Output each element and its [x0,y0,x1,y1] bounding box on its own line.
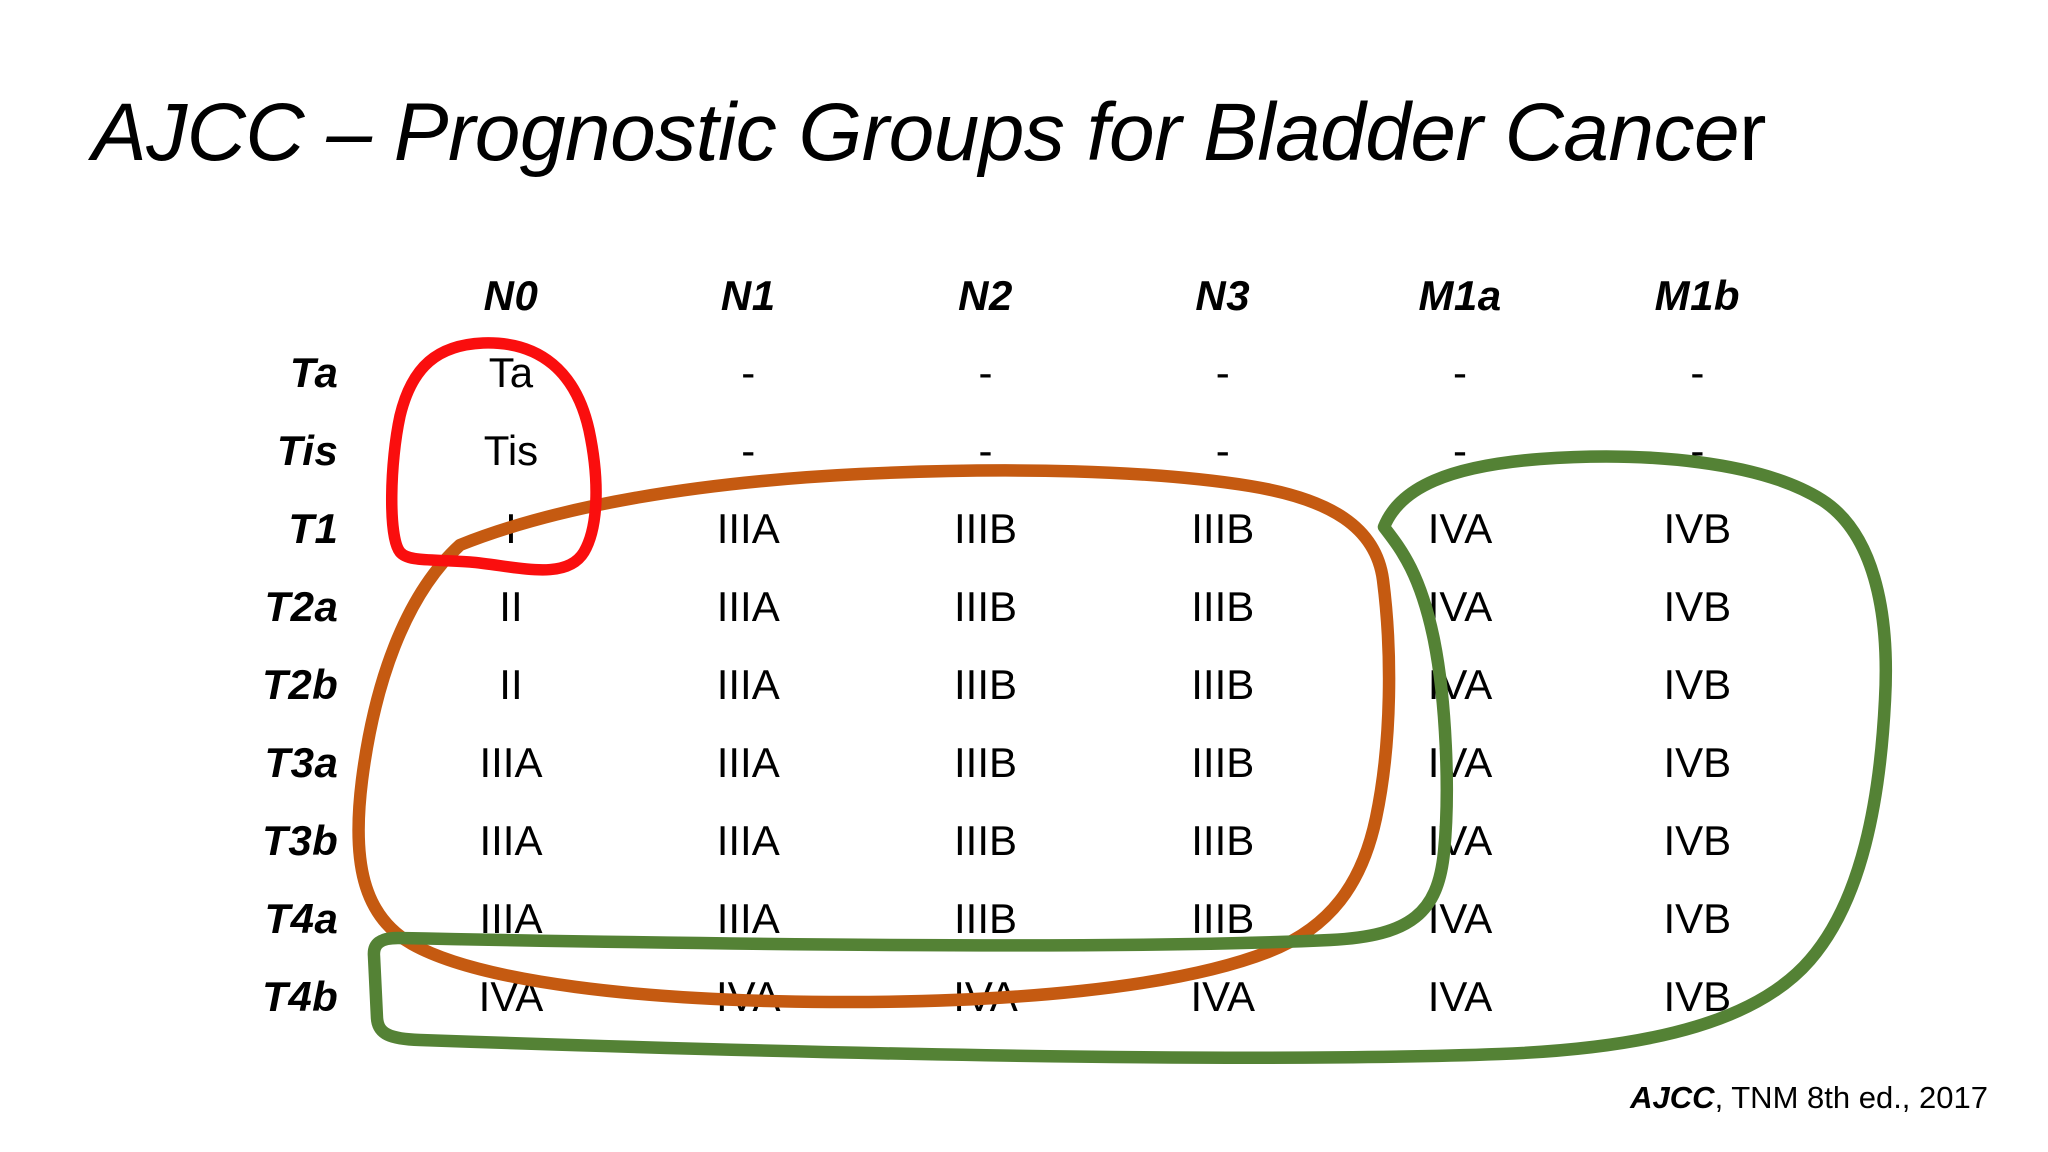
cell-t3a-m1b: IVB [1663,739,1732,786]
table-body: Ta Ta - - - - - Tis Tis - - - - - [92,334,1816,1036]
row-header-t2a: T2a [264,583,339,630]
cell-t2b-n2: IIIB [953,661,1018,708]
row-header-tis: Tis [276,427,339,474]
table-corner-cell [92,258,392,334]
cell-ta-n0: Ta [488,349,534,396]
column-header-m1b: M1b [1654,272,1741,319]
table-row: Tis Tis - - - - - [92,412,1816,490]
column-header-m1a: M1a [1418,272,1502,319]
cell-t4b-n2: IVA [953,973,1018,1020]
citation: AJCC, TNM 8th ed., 2017 [1630,1078,1988,1118]
table-row: T4b IVA IVA IVA IVA IVA IVB [92,958,1816,1036]
cell-t3b-n2: IIIB [953,817,1018,864]
table-row: T2b II IIIA IIIB IIIB IVA IVB [92,646,1816,724]
cell-t2a-n3: IIIB [1191,583,1255,630]
page-title-tail: r [1739,87,1766,178]
cell-t3b-m1a: IVA [1427,817,1493,864]
cell-t1-n2: IIIB [953,505,1018,552]
cell-t2b-n3: IIIB [1191,661,1255,708]
column-header-n0: N0 [483,272,539,319]
row-header-t4a: T4a [264,895,339,942]
cell-ta-n1: - [741,349,756,396]
cell-tis-m1b: - [1690,427,1705,474]
cell-t3a-n2: IIIB [953,739,1018,786]
cell-t4a-m1b: IVB [1663,895,1732,942]
cell-t1-m1b: IVB [1663,505,1732,552]
cell-ta-m1b: - [1690,349,1705,396]
cell-t1-n0: I [505,505,517,552]
citation-source: AJCC [1630,1080,1715,1115]
cell-t1-n1: IIIA [716,505,780,552]
cell-t2a-n2: IIIB [953,583,1018,630]
row-header-t3b: T3b [262,817,339,864]
cell-t2a-m1b: IVB [1663,583,1732,630]
staging-table: N0 N1 N2 N3 M1a M1b Ta Ta - - - - - [92,258,1816,1036]
column-header-n1: N1 [720,272,776,319]
column-header-n3: N3 [1195,272,1251,319]
table-head: N0 N1 N2 N3 M1a M1b [92,258,1816,334]
row-header-t1: T1 [288,505,339,552]
cell-tis-m1a: - [1453,427,1468,474]
row-header-t3a: T3a [264,739,339,786]
cell-ta-n2: - [978,349,993,396]
cell-t4b-n3: IVA [1190,973,1256,1020]
cell-t4a-m1a: IVA [1427,895,1493,942]
citation-rest: , TNM 8th ed., 2017 [1714,1080,1988,1115]
cell-t3a-m1a: IVA [1427,739,1493,786]
cell-t4b-n0: IVA [478,973,544,1020]
cell-t4b-m1a: IVA [1427,973,1493,1020]
row-header-t4b: T4b [262,973,339,1020]
cell-t3b-n3: IIIB [1191,817,1255,864]
staging-table-wrap: N0 N1 N2 N3 M1a M1b Ta Ta - - - - - [92,258,1892,1048]
cell-ta-m1a: - [1453,349,1468,396]
cell-t3a-n3: IIIB [1191,739,1255,786]
page-title: AJCC – Prognostic Groups for Bladder Can… [92,78,1892,188]
table-row: T2a II IIIA IIIB IIIB IVA IVB [92,568,1816,646]
page-title-main: AJCC – Prognostic Groups for Bladder Can… [92,87,1740,178]
cell-t2a-m1a: IVA [1427,583,1493,630]
row-header-t2b: T2b [262,661,339,708]
table-row: T1 I IIIA IIIB IIIB IVA IVB [92,490,1816,568]
table-row: T3a IIIA IIIA IIIB IIIB IVA IVB [92,724,1816,802]
cell-t3b-n0: IIIA [479,817,543,864]
column-header-n2: N2 [958,272,1013,319]
cell-t4a-n1: IIIA [716,895,780,942]
row-header-ta: Ta [289,349,339,396]
cell-t2b-m1a: IVA [1427,661,1493,708]
table-header-row: N0 N1 N2 N3 M1a M1b [92,258,1816,334]
cell-t2b-n1: IIIA [716,661,780,708]
table-row: T3b IIIA IIIA IIIB IIIB IVA IVB [92,802,1816,880]
cell-tis-n0: Tis [483,427,539,474]
cell-t3a-n1: IIIA [716,739,780,786]
cell-tis-n2: - [978,427,993,474]
cell-t2b-m1b: IVB [1663,661,1732,708]
cell-t1-m1a: IVA [1427,505,1493,552]
cell-t2b-n0: II [499,661,523,708]
cell-t1-n3: IIIB [1191,505,1255,552]
cell-t4a-n0: IIIA [479,895,543,942]
cell-t3a-n0: IIIA [479,739,543,786]
cell-t3b-n1: IIIA [716,817,780,864]
cell-t2a-n0: II [499,583,523,630]
table-row: Ta Ta - - - - - [92,334,1816,412]
cell-ta-n3: - [1215,349,1230,396]
cell-t4b-n1: IVA [715,973,781,1020]
cell-tis-n1: - [741,427,756,474]
cell-t4b-m1b: IVB [1663,973,1732,1020]
cell-t2a-n1: IIIA [716,583,780,630]
cell-tis-n3: - [1215,427,1230,474]
cell-t4a-n2: IIIB [953,895,1018,942]
table-row: T4a IIIA IIIA IIIB IIIB IVA IVB [92,880,1816,958]
cell-t4a-n3: IIIB [1191,895,1255,942]
cell-t3b-m1b: IVB [1663,817,1732,864]
